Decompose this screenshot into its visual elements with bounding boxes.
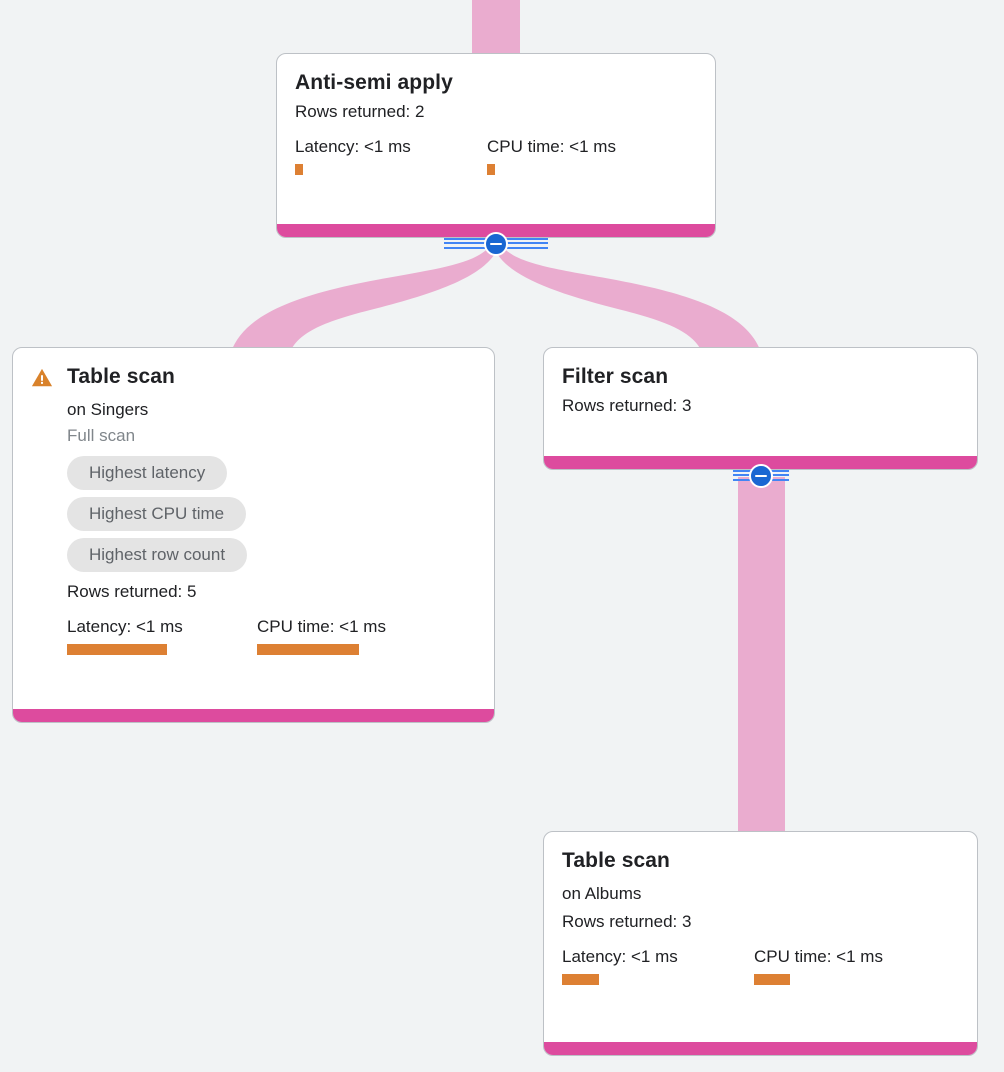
metric-latency: Latency: <1 ms [67,616,257,655]
node-scan-type: Full scan [67,426,136,445]
edge-incoming-root [472,0,520,56]
node-body: Anti-semi apply Rows returned: 2 Latency… [277,54,715,224]
metrics-row: Latency: <1 ms CPU time: <1 ms [67,616,386,655]
chip-highest-row-count[interactable]: Highest row count [67,538,248,572]
edge-filter-scan-to-table-scan-albums [738,477,785,837]
node-filter-scan[interactable]: Filter scan Rows returned: 3 [543,347,978,470]
rows-returned: Rows returned: 2 [295,102,425,121]
collapse-minus-icon[interactable] [749,464,773,488]
metric-cpu-time: CPU time: <1 ms [487,136,616,175]
metric-cpu-time-label: CPU time: <1 ms [487,137,616,156]
rows-returned: Rows returned: 3 [562,396,692,415]
node-title-row: Table scan on Singers Full scan Highest … [31,364,476,655]
node-title-row: Filter scan [562,364,959,390]
metrics-row: Latency: <1 ms CPU time: <1 ms [295,136,697,175]
node-title-row: Table scan [562,848,959,874]
edge-anti-semi-to-table-scan-singers [231,247,496,352]
node-footer-bar [13,709,494,722]
metric-latency-bar [295,164,303,175]
toggle-filter-scan[interactable] [709,463,813,489]
warning-icon [31,368,53,387]
node-footer-bar [544,456,977,469]
metric-latency: Latency: <1 ms [295,136,487,175]
node-title-row: Anti-semi apply [295,70,697,96]
edge-anti-semi-to-filter-scan [496,247,761,352]
node-table-scan-albums[interactable]: Table scan on Albums Rows returned: 3 La… [543,831,978,1056]
metric-cpu-time-bar [487,164,495,175]
badge-chip-list: Highest latency Highest CPU time Highest… [67,456,386,572]
metric-cpu-time-label: CPU time: <1 ms [754,947,883,966]
node-title: Filter scan [562,365,669,388]
metric-latency-bar [67,644,167,655]
node-title: Table scan [562,849,670,872]
metric-cpu-time: CPU time: <1 ms [257,616,386,655]
metrics-row: Latency: <1 ms CPU time: <1 ms [562,946,959,985]
node-body: Filter scan Rows returned: 3 [544,348,977,456]
metric-latency: Latency: <1 ms [562,946,754,985]
chip-highest-latency[interactable]: Highest latency [67,456,228,490]
metric-cpu-time-bar [257,644,359,655]
rows-returned: Rows returned: 5 [67,582,197,601]
metric-latency-label: Latency: <1 ms [562,947,678,966]
metric-latency-label: Latency: <1 ms [295,137,411,156]
node-subtitle: on Singers [67,400,149,419]
chip-highest-cpu-time[interactable]: Highest CPU time [67,497,247,531]
node-body: Table scan on Albums Rows returned: 3 La… [544,832,977,1042]
node-title: Table scan [67,365,175,388]
node-table-scan-singers[interactable]: Table scan on Singers Full scan Highest … [12,347,495,723]
node-anti-semi-apply[interactable]: Anti-semi apply Rows returned: 2 Latency… [276,53,716,238]
metric-latency-bar [562,974,599,985]
metric-cpu-time: CPU time: <1 ms [754,946,883,985]
node-footer-bar [277,224,715,237]
toggle-anti-semi-apply[interactable] [444,231,548,257]
rows-returned: Rows returned: 3 [562,912,692,931]
metric-cpu-time-label: CPU time: <1 ms [257,617,386,636]
node-title: Anti-semi apply [295,71,453,94]
metric-cpu-time-bar [754,974,790,985]
node-body: Table scan on Singers Full scan Highest … [13,348,494,709]
node-footer-bar [544,1042,977,1055]
node-subtitle: on Albums [562,884,642,903]
metric-latency-label: Latency: <1 ms [67,617,183,636]
collapse-minus-icon[interactable] [484,232,508,256]
